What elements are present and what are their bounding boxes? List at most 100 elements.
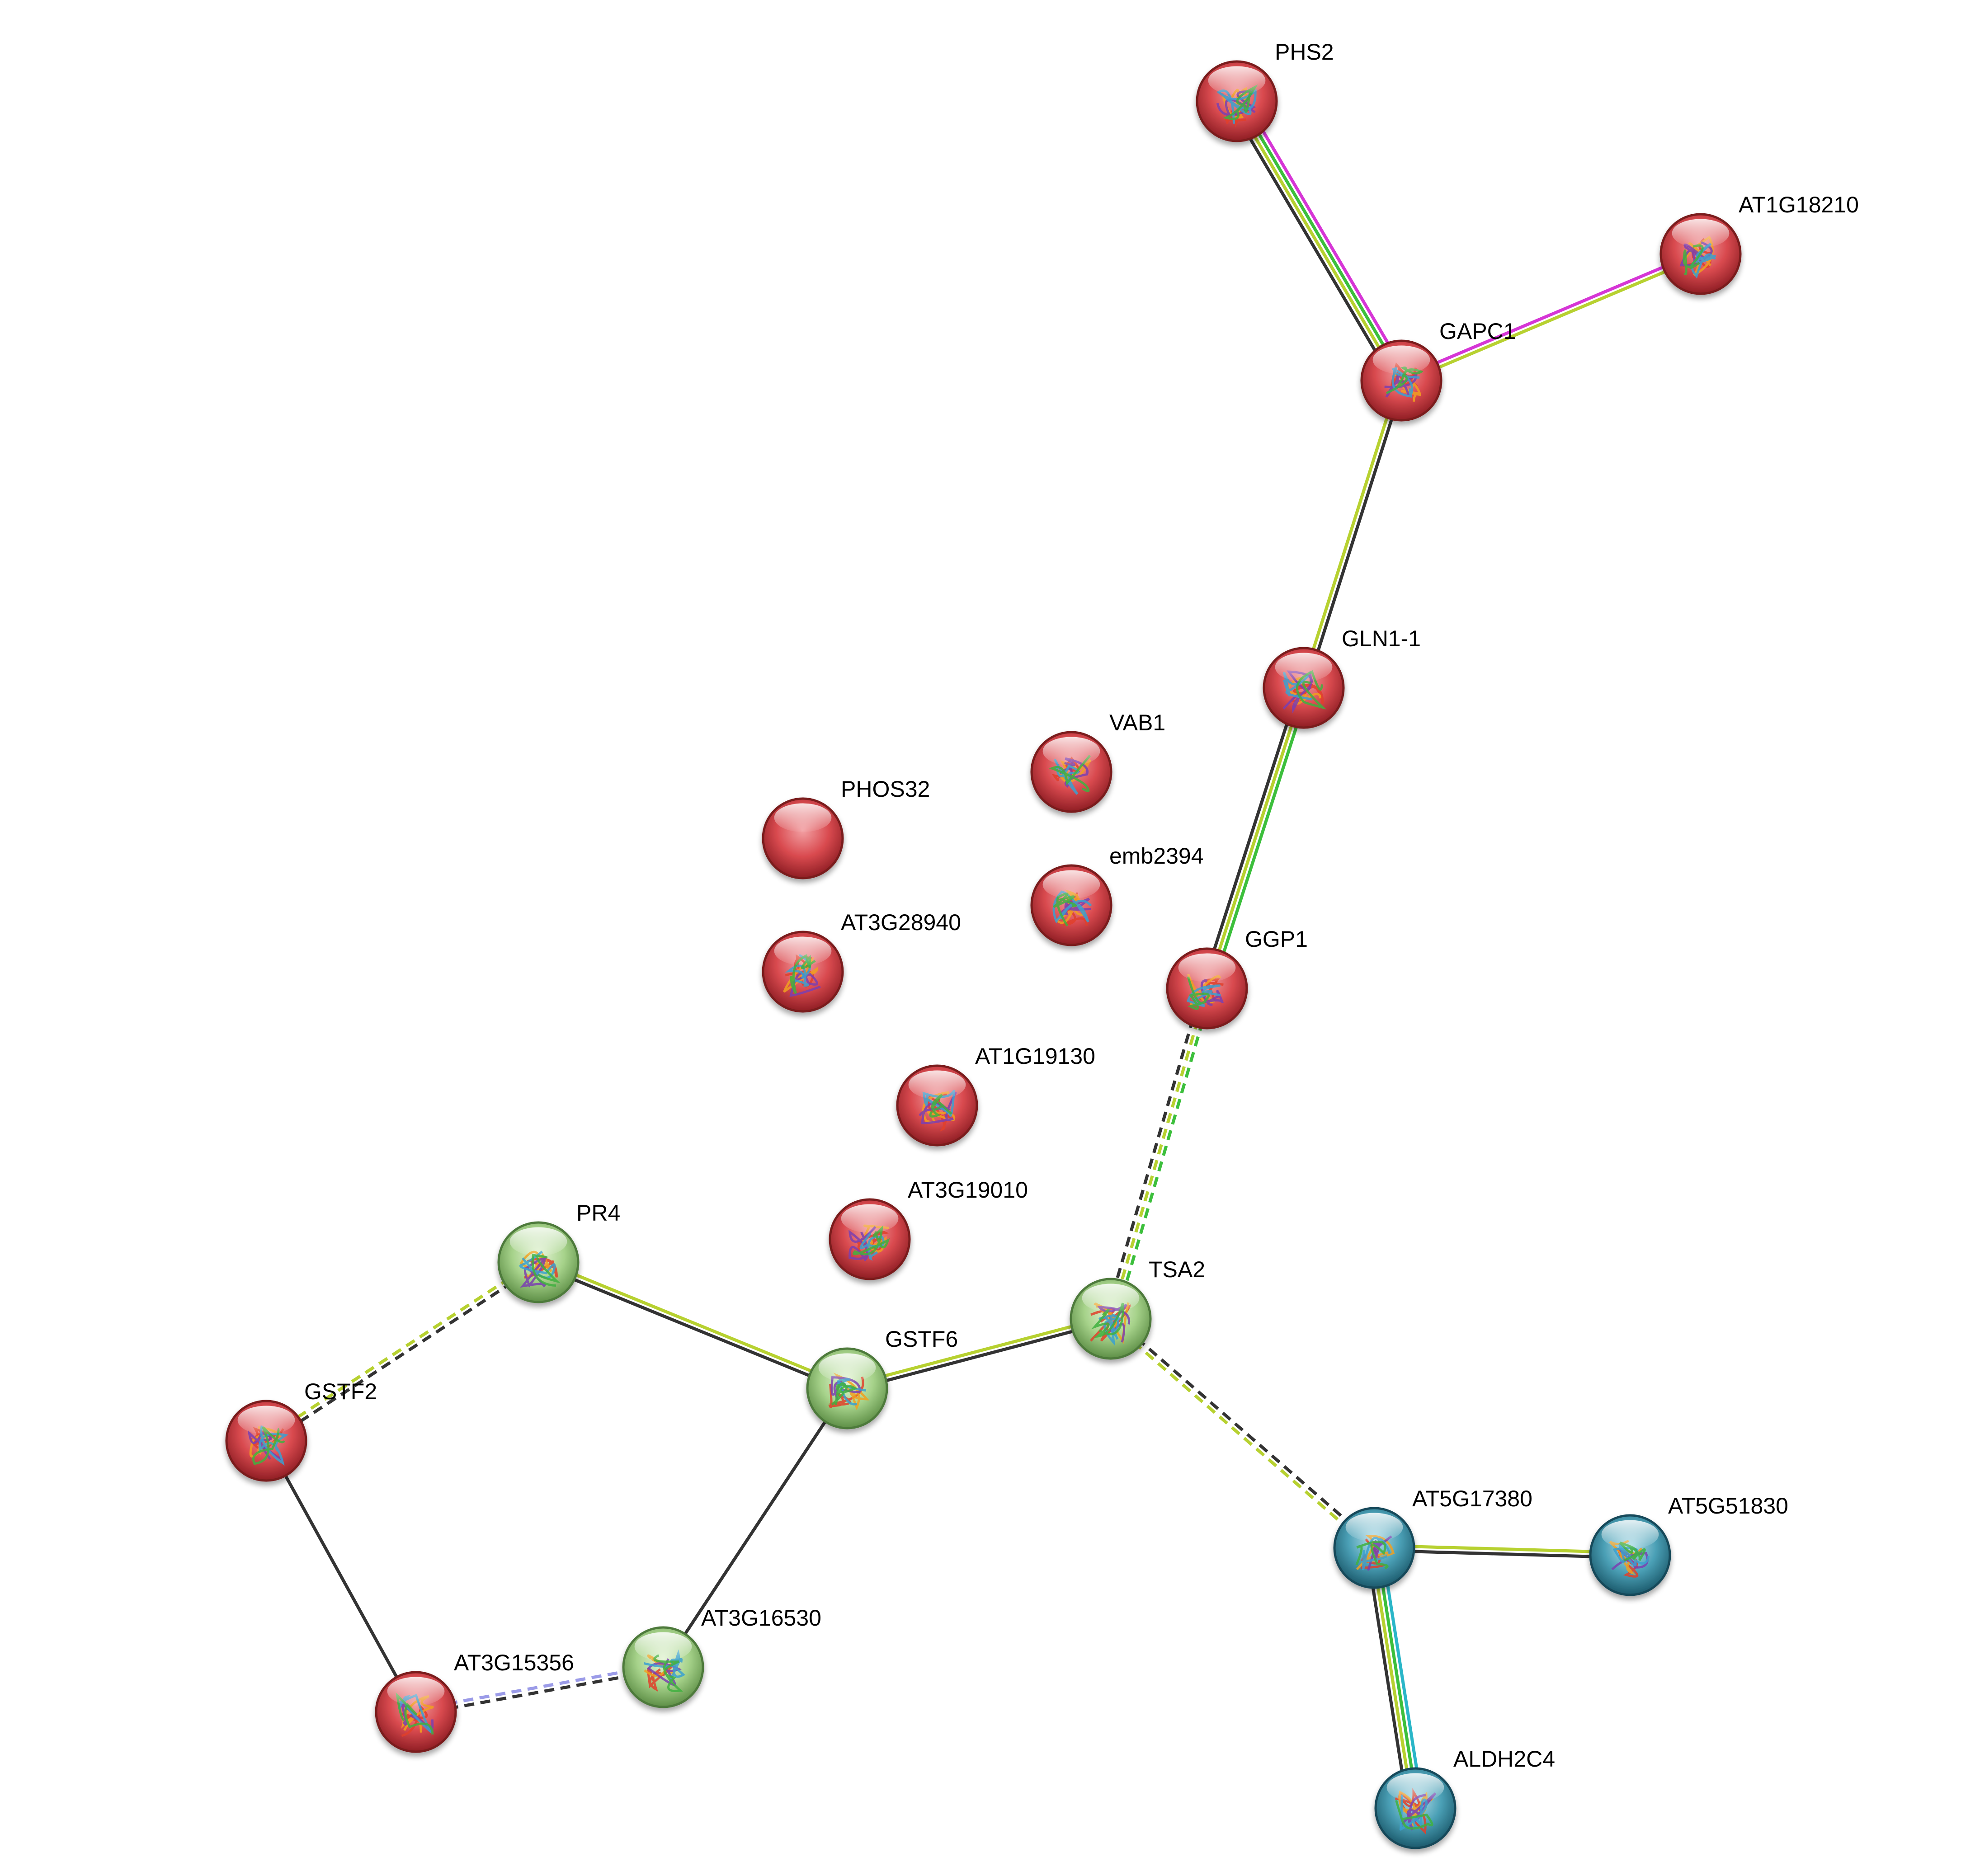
structure-strand	[1691, 243, 1716, 279]
edge-line-edge_black	[264, 1439, 418, 1714]
node-gloss	[1042, 870, 1100, 899]
edge-line-edge_black	[536, 1263, 848, 1392]
structure-strand	[249, 1426, 282, 1458]
edges-layer	[264, 96, 1703, 1811]
node-AT3G15356[interactable]: AT3G15356	[375, 1650, 574, 1753]
edge-line-edge_lime	[1400, 254, 1703, 385]
node-gloss	[818, 1353, 876, 1382]
edge-AT5G17380-ALDH2C4	[1365, 1545, 1424, 1811]
node-label: AT3G19010	[908, 1177, 1028, 1203]
node-AT5G17380[interactable]: AT5G17380	[1333, 1486, 1532, 1589]
structure-strand	[1053, 893, 1077, 926]
structure-strand	[401, 1705, 428, 1737]
edge-line-edge_black	[1365, 1547, 1410, 1811]
structure-strand	[859, 1232, 885, 1261]
node-gloss	[1372, 345, 1430, 374]
node-label: GAPC1	[1439, 319, 1516, 344]
node-gloss	[774, 803, 832, 832]
edge-line-edge_black	[846, 1319, 1113, 1392]
edge-line-edge_lime	[1108, 1319, 1374, 1551]
node-gloss	[1672, 219, 1730, 248]
structure-strand	[1053, 758, 1079, 795]
edge-line-edge_lime	[1109, 988, 1209, 1319]
edge-line-edge_black	[416, 1668, 664, 1716]
edge-line-edge_lime	[1233, 101, 1401, 384]
edge-line-edge_black	[1201, 685, 1301, 989]
structure-strand	[252, 1426, 285, 1465]
node-gloss	[1042, 737, 1100, 766]
structure-strand	[1091, 1302, 1124, 1338]
node-PR4[interactable]: PR4	[497, 1200, 620, 1303]
node-gloss	[1386, 1773, 1444, 1802]
node-label: GLN1-1	[1342, 626, 1421, 651]
edge-line-edge_black	[267, 1263, 541, 1444]
structure-strand	[1399, 1794, 1428, 1831]
edge-line-edge_black	[661, 1387, 849, 1669]
node-GSTF6[interactable]: GSTF6	[806, 1326, 958, 1429]
edge-line-edge_black	[1229, 103, 1397, 386]
edge-PR4-GSTF2	[264, 1259, 541, 1444]
node-GLN1-1[interactable]: GLN1-1	[1263, 626, 1421, 729]
node-AT1G18210[interactable]: AT1G18210	[1659, 192, 1859, 295]
edge-GSTF6-AT3G16530	[661, 1387, 849, 1669]
structure-strand	[396, 1692, 434, 1735]
node-label: AT3G16530	[701, 1605, 821, 1631]
structure-strand	[1098, 1314, 1122, 1346]
edge-TSA2-AT5G17380	[1108, 1316, 1377, 1551]
node-GAPC1[interactable]: GAPC1	[1360, 319, 1516, 422]
node-PHOS32[interactable]: PHOS32	[762, 776, 930, 879]
node-gloss	[841, 1204, 899, 1233]
node-ALDH2C4[interactable]: ALDH2C4	[1374, 1746, 1555, 1849]
node-AT3G16530[interactable]: AT3G16530	[622, 1605, 821, 1708]
edge-line-edge_green	[1375, 1546, 1419, 1810]
node-AT5G51830[interactable]: AT5G51830	[1589, 1493, 1788, 1596]
edge-AT1G18210-GAPC1	[1399, 250, 1703, 385]
edge-line-edge_lime	[1372, 1544, 1632, 1555]
node-gloss	[1178, 953, 1236, 982]
structure-strand	[1683, 244, 1704, 276]
node-GSTF2[interactable]: GSTF2	[225, 1379, 377, 1482]
edge-line-edge_green	[1237, 98, 1405, 381]
node-AT3G19010[interactable]: AT3G19010	[829, 1177, 1028, 1280]
structure-strand	[1296, 670, 1327, 710]
structure-strand	[1384, 372, 1418, 398]
node-gloss	[509, 1227, 567, 1256]
structure-strand	[785, 954, 811, 987]
edge-line-edge_lavender	[415, 1663, 663, 1711]
node-gloss	[1208, 66, 1266, 95]
edge-GAPC1-GLN1-1	[1300, 378, 1405, 691]
edge-GLN1-1-GGP1	[1201, 685, 1310, 992]
node-label: PHS2	[1275, 39, 1334, 65]
edge-line-edge_green	[1210, 687, 1310, 992]
node-label: AT5G17380	[1412, 1486, 1532, 1511]
edge-line-edge_lime	[845, 1315, 1112, 1388]
node-gloss	[908, 1070, 966, 1099]
edge-line-edge_black	[1372, 1548, 1632, 1559]
node-gloss	[1601, 1520, 1659, 1549]
node-label: GGP1	[1245, 926, 1308, 952]
node-PHS2[interactable]: PHS2	[1196, 39, 1334, 142]
edge-line-edge_lime	[537, 1258, 850, 1388]
node-label: ALDH2C4	[1453, 1746, 1555, 1772]
structure-strand	[531, 1254, 561, 1287]
node-VAB1[interactable]: VAB1	[1030, 710, 1165, 813]
node-label: AT3G28940	[841, 910, 961, 935]
edge-line-edge_lime	[1370, 1547, 1415, 1810]
node-GGP1[interactable]: GGP1	[1166, 926, 1308, 1030]
node-emb2394[interactable]: emb2394	[1030, 843, 1204, 946]
node-gloss	[387, 1677, 445, 1706]
edge-line-edge_magenta	[1399, 250, 1702, 380]
edge-AT3G15356-AT3G16530	[415, 1663, 664, 1716]
node-TSA2[interactable]: TSA2	[1070, 1257, 1205, 1360]
node-label: AT5G51830	[1668, 1493, 1788, 1519]
node-gloss	[634, 1632, 692, 1661]
node-AT3G28940[interactable]: AT3G28940	[762, 910, 961, 1013]
structure-strand	[653, 1654, 683, 1693]
node-AT1G19130[interactable]: AT1G19130	[896, 1044, 1095, 1147]
edge-GGP1-TSA2	[1104, 986, 1213, 1321]
node-label: AT1G18210	[1739, 192, 1859, 217]
structure-strand	[647, 1665, 673, 1692]
structure-strand	[831, 1382, 858, 1406]
edge-line-edge_lime	[264, 1259, 538, 1440]
